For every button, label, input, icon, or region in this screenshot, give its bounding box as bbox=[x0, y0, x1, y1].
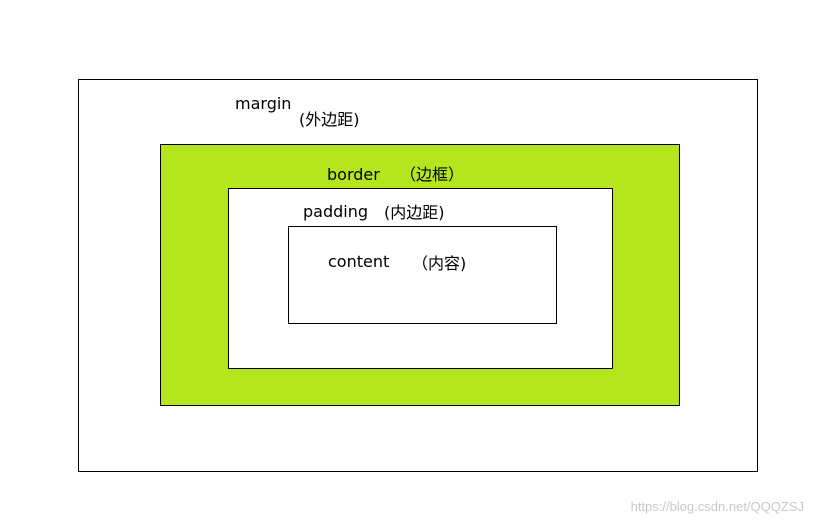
watermark-text: https://blog.csdn.net/QQQZSJ bbox=[630, 499, 804, 514]
margin-sublabel: (外边距) bbox=[299, 110, 360, 129]
content-label: content bbox=[328, 252, 390, 271]
border-sublabel: （边框） bbox=[400, 165, 465, 184]
padding-sublabel: (内边距) bbox=[384, 203, 445, 222]
content-box bbox=[288, 226, 557, 324]
border-label: border bbox=[327, 165, 380, 184]
margin-label: margin bbox=[235, 94, 292, 113]
content-sublabel: （内容) bbox=[412, 254, 467, 273]
padding-label: padding bbox=[303, 202, 369, 221]
